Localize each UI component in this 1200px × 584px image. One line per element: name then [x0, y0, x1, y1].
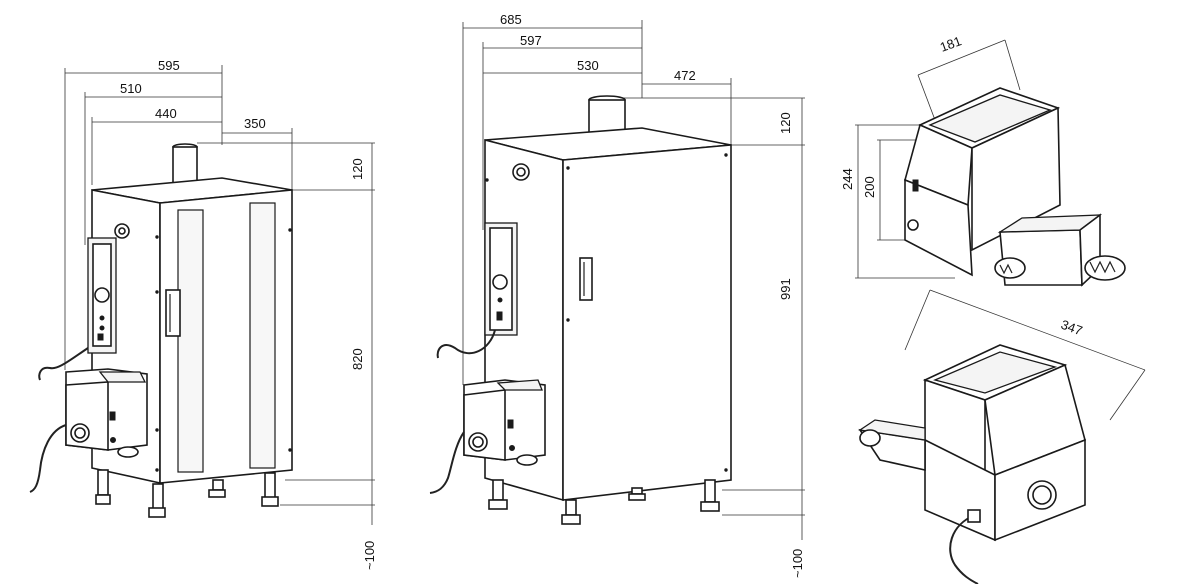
dim-510: 510	[120, 81, 142, 96]
dim-181: 181	[938, 33, 964, 55]
left-smoke-generator	[65, 368, 148, 458]
left-control-box	[87, 237, 117, 354]
dim-120-left: 120	[350, 158, 365, 180]
middle-control-box	[484, 222, 518, 336]
dim-100-left: ~100	[362, 541, 377, 570]
dim-347: 347	[1059, 317, 1085, 339]
hopper-bottom-view: 347	[858, 289, 1146, 584]
dim-440: 440	[155, 106, 177, 121]
left-feet	[95, 469, 279, 518]
middle-power-cable	[436, 329, 496, 359]
left-generator-cable	[29, 424, 67, 493]
hopper-top-dimension-lines	[855, 39, 1021, 279]
middle-generator-cable	[429, 431, 465, 494]
dim-350: 350	[244, 116, 266, 131]
left-dimension-lines	[64, 65, 375, 525]
dim-685: 685	[500, 12, 522, 27]
hopper-bottom-dimension-lines	[904, 289, 1146, 421]
left-power-cable	[38, 347, 89, 381]
dim-472: 472	[674, 68, 696, 83]
middle-smoker-view: 685 597 530 472 120 991 ~100	[429, 12, 805, 578]
dim-597: 597	[520, 33, 542, 48]
dim-530: 530	[577, 58, 599, 73]
dim-100-middle: ~100	[790, 549, 805, 578]
dim-991: 991	[778, 278, 793, 300]
hopper-bottom-body	[858, 344, 1086, 542]
middle-feet	[488, 479, 720, 525]
left-smoker-view: 595 510 440 350 120 820 ~100	[29, 58, 377, 570]
hopper-top-body	[904, 87, 1126, 287]
dim-200: 200	[862, 176, 877, 198]
hopper-bottom-cable	[949, 514, 979, 584]
dim-244: 244	[840, 168, 855, 190]
hopper-top-view: 181 244 200	[840, 33, 1126, 287]
middle-smoke-generator	[463, 379, 546, 466]
middle-dimension-lines	[462, 20, 805, 540]
dim-820: 820	[350, 348, 365, 370]
dim-120-middle: 120	[778, 112, 793, 134]
hopper-bottom-plug	[967, 509, 981, 523]
dim-595: 595	[158, 58, 180, 73]
